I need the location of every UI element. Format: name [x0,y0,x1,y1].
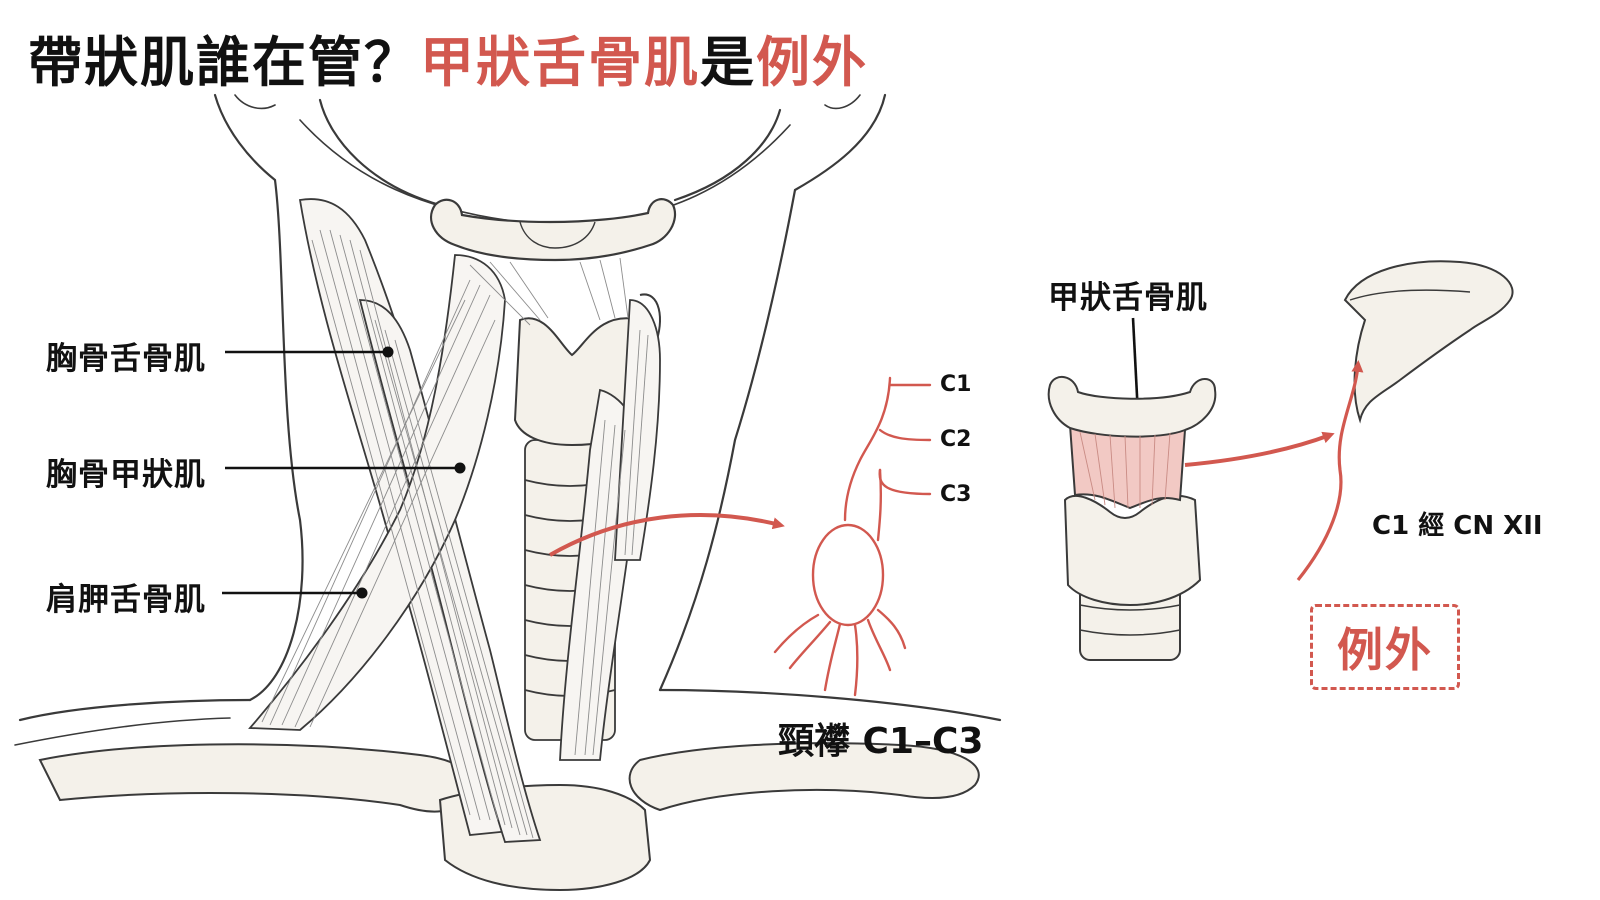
title-part-is: 是 [700,31,756,94]
clavicle-left [38,743,474,813]
c1-cnxii-nerve [1296,360,1364,581]
label-omohyoid: 肩胛舌骨肌 [46,582,206,618]
label-c1-via-cnxii: C1 經 CN XII [1372,511,1543,541]
clavicle-right [628,742,980,812]
label-thyrohyoid: 甲狀舌骨肌 [1048,280,1208,316]
label-ansa-cervicalis: 頸襻 C1–C3 [778,721,984,762]
title-part-exception: 例外 [756,31,868,94]
label-c1: C1 [940,372,972,397]
label-c2: C2 [940,427,972,452]
label-sternohyoid: 胸骨舌骨肌 [46,341,206,377]
title-part-thyrohyoid: 甲狀舌骨肌 [420,31,700,94]
arrow-to-ansa [549,513,785,557]
arrow-to-mandible [1184,431,1335,467]
muscle-fibers [261,229,649,839]
page-title: 帶狀肌誰在管？甲狀舌骨肌是例外 [28,18,868,97]
exception-box [1310,604,1460,690]
thyrohyoid-fibers [1079,431,1171,509]
title-part-question: 帶狀肌誰在管？ [28,31,420,94]
neck-outline [14,93,1002,746]
hyoid-bone [429,198,676,262]
label-c3: C3 [940,482,972,507]
larynx-right [1047,376,1217,661]
ansa-cervicalis-nerve [773,376,932,697]
label-sternothyroid: 胸骨甲狀肌 [46,457,206,493]
exception-label: 例外 [1337,623,1433,677]
mandible-fragment [1343,260,1514,424]
